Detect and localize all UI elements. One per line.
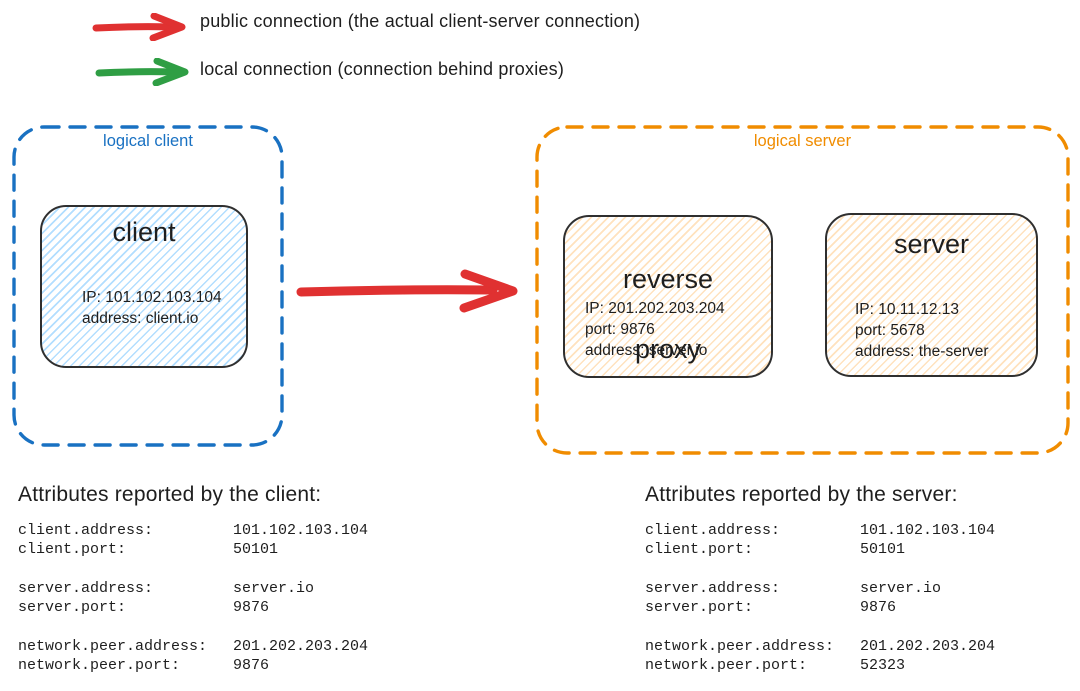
proxy-address-line: address: server.io (585, 342, 708, 359)
proxy-port-line: port: 9876 (585, 321, 655, 338)
client-node-info: IP: 101.102.103.104 address: client.io (82, 287, 222, 329)
server-attributes-panel: Attributes reported by the server: clien… (645, 483, 995, 675)
logical-server-label: logical server (753, 132, 852, 150)
attr-value: 9876 (233, 656, 270, 674)
reverse-proxy-node-title: reverse proxy (565, 227, 771, 402)
logical-server-dashed-border (535, 125, 1070, 455)
attr-key: server.address: (18, 580, 154, 597)
server-node-title: server (893, 229, 969, 259)
attr-value: 52323 (860, 656, 906, 674)
attr-value: 101.102.103.104 (860, 522, 996, 539)
client-to-server-arrow-icon (296, 269, 518, 313)
attr-value: 50101 (860, 540, 906, 558)
public-connection-arrow-icon (92, 13, 186, 41)
attr-value: server.io (860, 580, 942, 597)
logical-server-group: logical server reverse proxy IP: 201.202… (535, 125, 1070, 455)
logical-client-group: logical client client IP: 101.102.103.10… (12, 125, 284, 447)
client-attributes-panel: Attributes reported by the client: clien… (18, 483, 368, 675)
attr-key: client.port: (645, 540, 754, 558)
server-attributes-title: Attributes reported by the server: (645, 483, 958, 506)
attr-key: network.peer.address: (645, 638, 835, 655)
attr-value: 101.102.103.104 (233, 522, 369, 539)
attr-row: network.peer.address: 201.202.203.204 (18, 638, 368, 657)
client-attributes-title: Attributes reported by the client: (18, 483, 322, 506)
attr-row: client.address: 101.102.103.104 (645, 522, 995, 541)
attr-key: server.address: (645, 580, 781, 597)
server-port-line: port: 5678 (855, 322, 925, 339)
attr-row: client.port: 50101 (18, 541, 368, 560)
server-node-info: IP: 10.11.12.13 port: 5678 address: the-… (855, 299, 989, 362)
public-connection-legend-label: public connection (the actual client-ser… (200, 11, 641, 31)
attr-row: client.port: 50101 (645, 541, 995, 560)
attr-key: client.port: (18, 540, 127, 558)
server-ip-line: IP: 10.11.12.13 (855, 301, 959, 318)
attr-row: server.port: 9876 (18, 599, 368, 618)
attr-row: network.peer.port: 9876 (18, 657, 368, 676)
attr-key: client.address: (18, 522, 154, 539)
reverse-proxy-node-info: IP: 201.202.203.204 port: 9876 address: … (585, 298, 725, 361)
attr-row: server.port: 9876 (645, 599, 995, 618)
client-node: client IP: 101.102.103.104 address: clie… (40, 205, 248, 368)
server-address-line: address: the-server (855, 343, 989, 360)
attr-key: network.peer.port: (645, 656, 808, 674)
attr-key: client.address: (645, 522, 781, 539)
proxy-ip-line: IP: 201.202.203.204 (585, 300, 725, 317)
attr-value: 9876 (860, 598, 897, 616)
reverse-proxy-title-line2: proxy (634, 334, 702, 364)
attr-value: 9876 (233, 598, 270, 616)
attr-key: network.peer.port: (18, 656, 181, 674)
attr-key: network.peer.address: (18, 638, 208, 655)
logical-client-label: logical client (103, 132, 193, 150)
client-node-title: client (112, 217, 176, 247)
client-address-line: address: client.io (82, 310, 199, 327)
attr-key: server.port: (18, 598, 127, 616)
attr-value: 50101 (233, 540, 279, 558)
attr-row: network.peer.port: 52323 (645, 657, 995, 676)
reverse-proxy-node: reverse proxy IP: 201.202.203.204 port: … (563, 215, 773, 378)
logical-client-dashed-border (12, 125, 284, 447)
attr-row: client.address: 101.102.103.104 (18, 522, 368, 541)
local-connection-legend-label: local connection (connection behind prox… (200, 59, 565, 79)
local-connection-arrow-icon (95, 58, 189, 86)
attr-key: server.port: (645, 598, 754, 616)
attr-row: network.peer.address: 201.202.203.204 (645, 638, 995, 657)
server-node: server IP: 10.11.12.13 port: 5678 addres… (825, 213, 1038, 377)
client-ip-line: IP: 101.102.103.104 (82, 289, 222, 306)
attr-value: 201.202.203.204 (860, 638, 996, 655)
attr-value: server.io (233, 580, 315, 597)
attr-row: server.address: server.io (18, 580, 368, 599)
attr-row: server.address: server.io (645, 580, 995, 599)
attr-value: 201.202.203.204 (233, 638, 369, 655)
reverse-proxy-title-line1: reverse (622, 264, 714, 294)
